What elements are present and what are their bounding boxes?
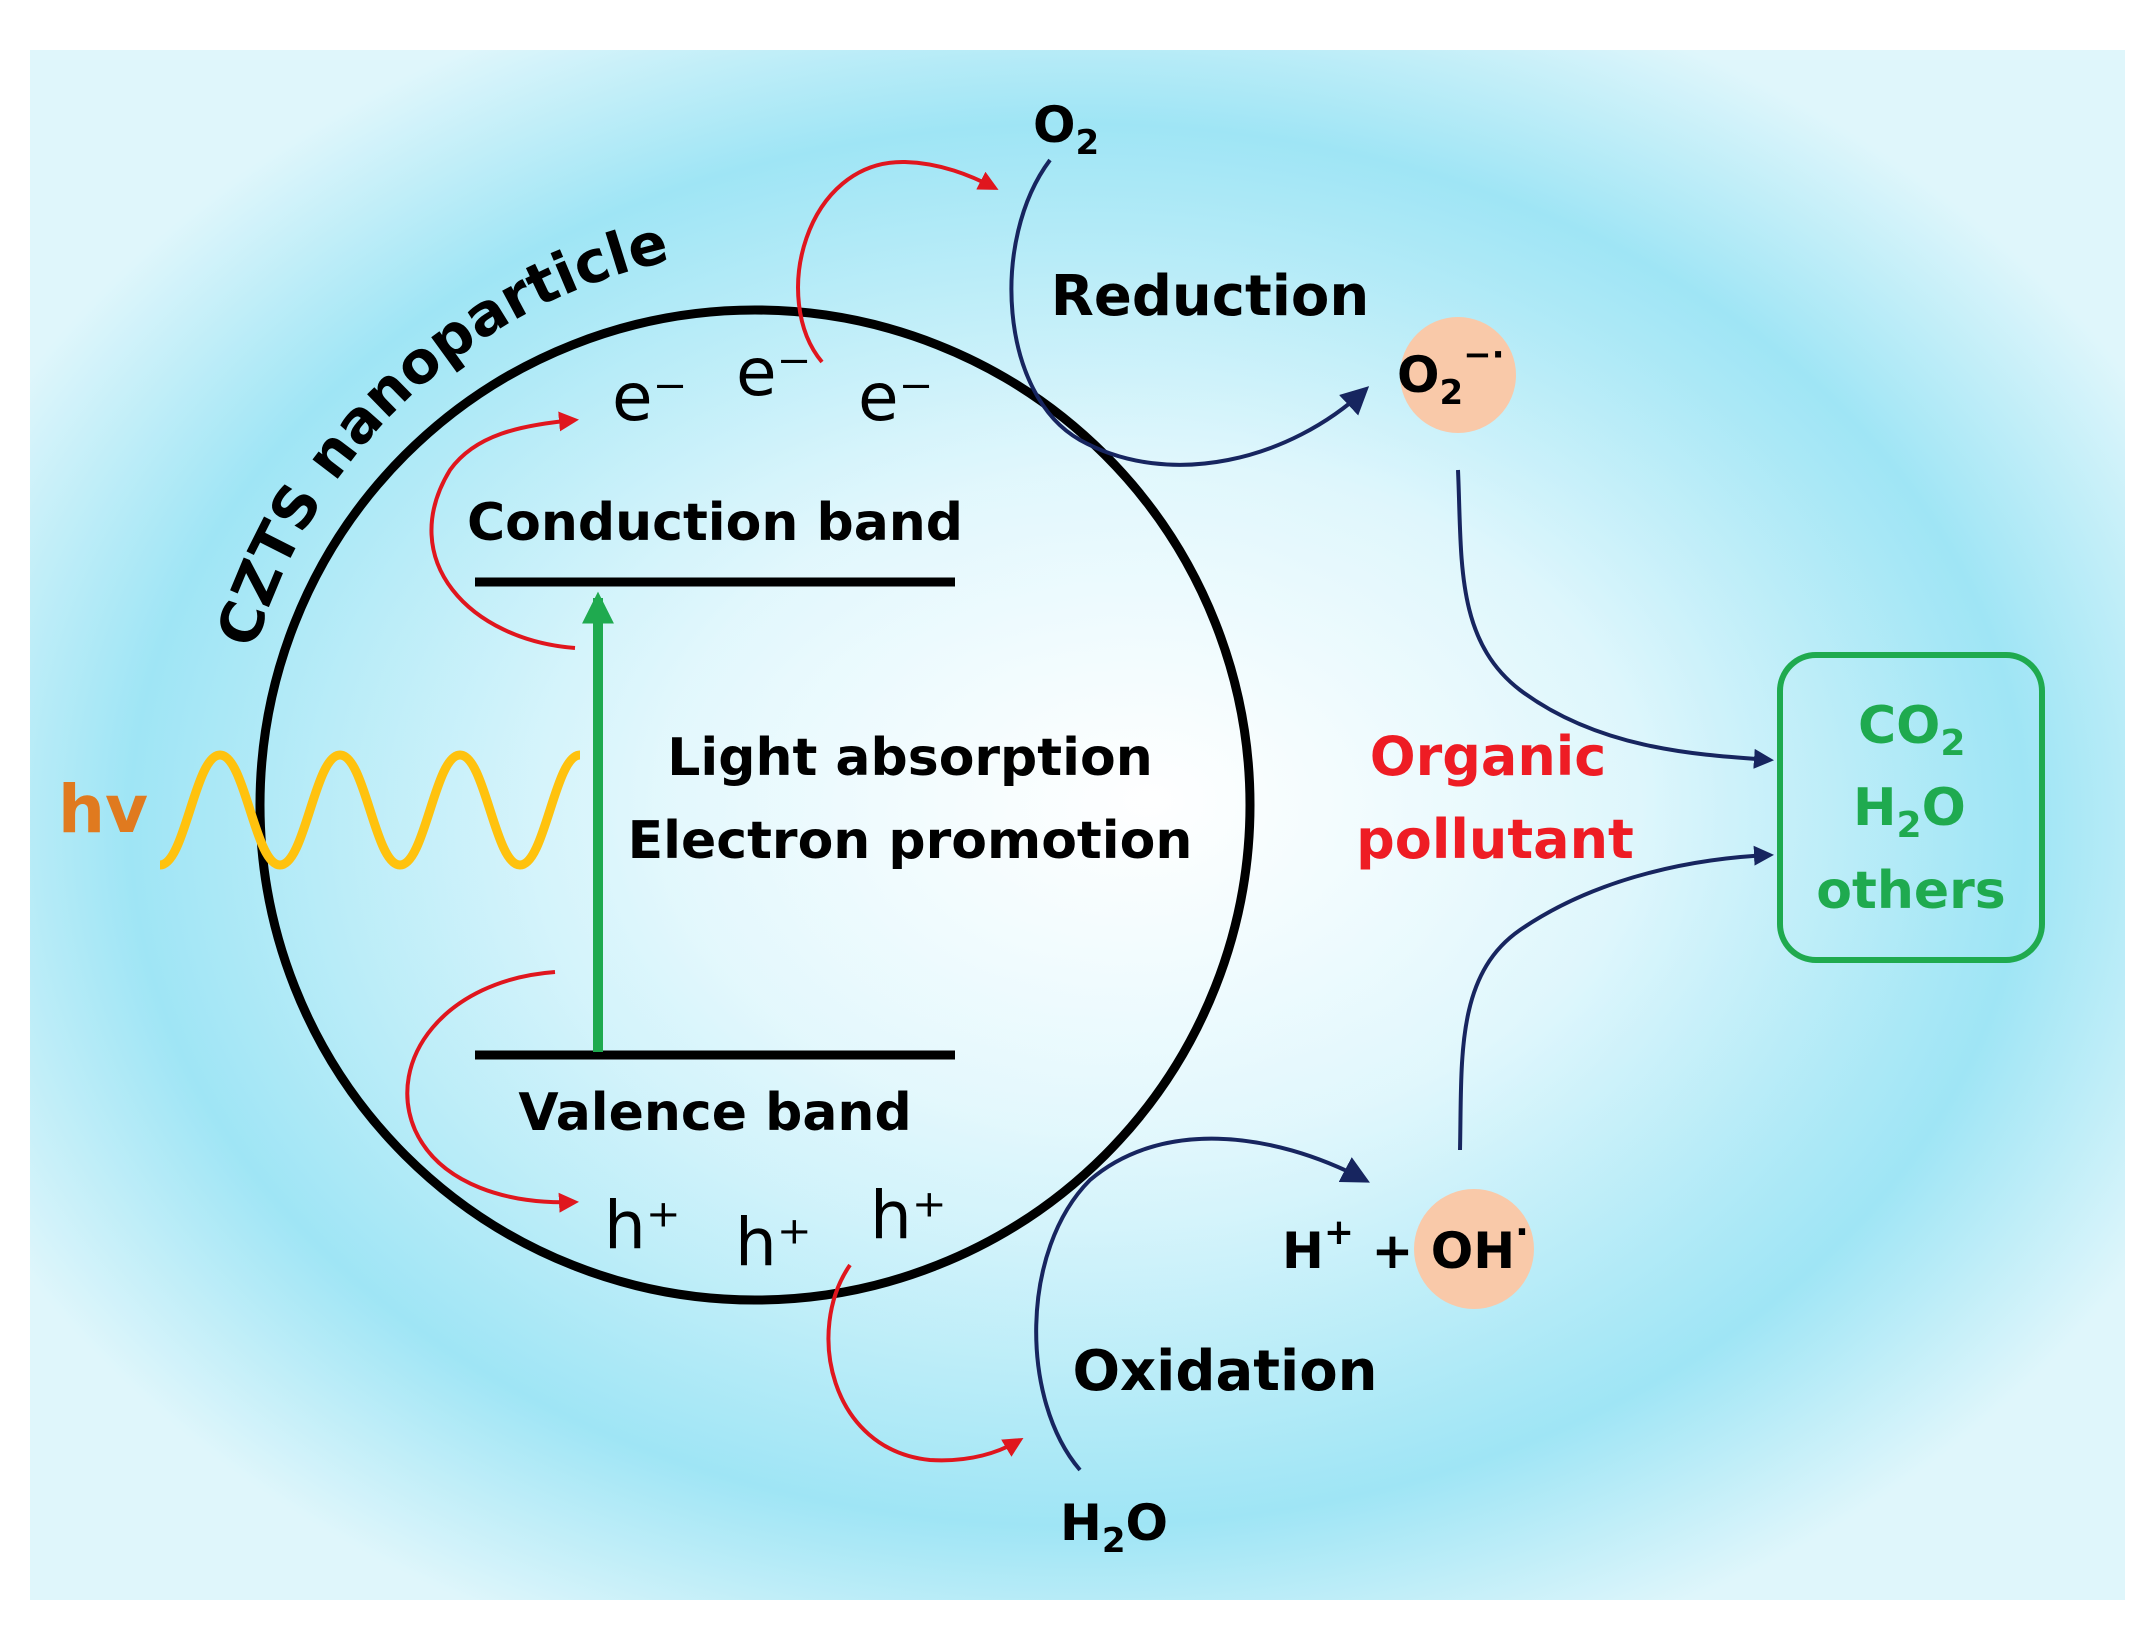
electron-2: e⁻ (736, 334, 811, 411)
product-h2o: H2O (1853, 778, 1966, 846)
hydroxyl-oh: OH (1431, 1222, 1515, 1280)
hv-label: hv (58, 771, 148, 848)
product-h2o-base: H (1853, 778, 1897, 838)
oxidation-label: Oxidation (1072, 1339, 1377, 1404)
o2-reactant-base: O (1033, 96, 1076, 154)
hole-3: h⁺ (870, 1177, 947, 1254)
h2o-reactant-sub: 2 (1102, 1521, 1126, 1561)
products-box (1777, 652, 2045, 963)
navy-arrow-oxidation (1034, 1136, 1370, 1472)
product-h2o-tail: O (1922, 778, 1966, 838)
red-arrow-to-holes (405, 970, 579, 1213)
hydroxyl-oh-sup: · (1515, 1212, 1529, 1253)
pollutant-line2: pollutant (1356, 808, 1634, 871)
superoxide-sup: −· (1463, 335, 1504, 375)
hydroxyl-h-sup: + (1324, 1212, 1354, 1253)
red-arrow-to-electrons (429, 411, 579, 650)
hole-1: h⁺ (604, 1187, 681, 1264)
hydroxyl-plus: + (1354, 1222, 1431, 1280)
red-arrow-hole-out (826, 1263, 1024, 1463)
hydroxyl-h: H (1282, 1222, 1324, 1280)
pollutant-line1: Organic (1370, 725, 1607, 788)
nanoparticle-circle (255, 305, 1255, 1305)
hydroxyl-bubble (1414, 1189, 1534, 1309)
center-text-line1: Light absorption (667, 728, 1152, 788)
h2o-reactant-base: H (1060, 1494, 1102, 1552)
reduction-label: Reduction (1051, 264, 1370, 329)
h2o-reactant: H2O (1060, 1494, 1168, 1561)
light-wave (158, 750, 582, 870)
electron-3: e⁻ (858, 359, 933, 436)
navy-arrow-reduction (1009, 158, 1370, 467)
h2o-reactant-tail: O (1126, 1494, 1169, 1552)
superoxide-sub: 2 (1440, 373, 1464, 413)
superoxide-base: O (1397, 346, 1440, 404)
center-glow (330, 240, 1970, 1360)
product-co2-sub: 2 (1940, 723, 1965, 764)
electron-1: e⁻ (612, 359, 687, 436)
red-arrow-electron-out (796, 159, 999, 364)
product-h2o-sub: 2 (1897, 805, 1922, 846)
product-others: others (1816, 861, 2005, 921)
superoxide-product: O2−· (1397, 335, 1505, 413)
o2-reactant-sub: 2 (1076, 123, 1100, 163)
navy-arrow-superoxide-to-products (1456, 469, 1774, 769)
product-co2: CO2 (1858, 696, 1965, 764)
conduction-band-label: Conduction band (467, 493, 963, 553)
valence-band-label: Valence band (518, 1083, 911, 1143)
hydroxyl-product: H+ + OH· (1282, 1212, 1529, 1280)
center-text-line2: Electron promotion (628, 811, 1193, 871)
navy-arrow-hydroxyl-to-products (1458, 845, 1774, 1151)
hole-2: h⁺ (735, 1204, 812, 1281)
product-co2-base: CO (1858, 696, 1940, 756)
superoxide-bubble (1400, 317, 1516, 433)
o2-reactant: O2 (1033, 96, 1099, 163)
